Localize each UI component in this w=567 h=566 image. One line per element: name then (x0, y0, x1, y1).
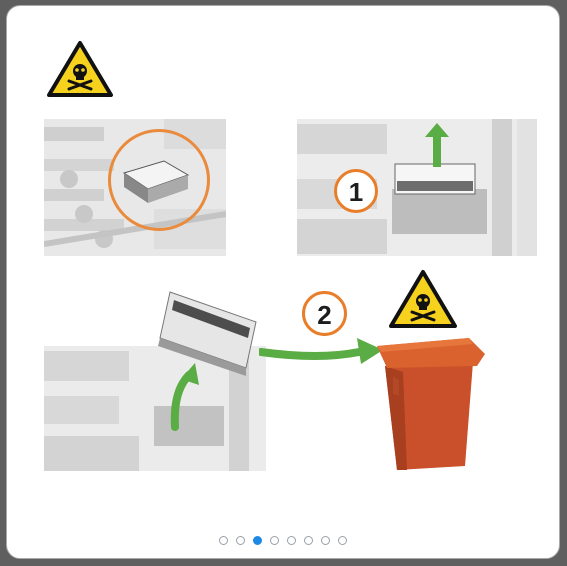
pagination-dots (7, 536, 559, 545)
move-to-waste-arrow-icon (259, 334, 384, 374)
page-dot-4[interactable] (270, 536, 279, 545)
page-dot-3-active[interactable] (253, 536, 262, 545)
page-dot-1[interactable] (219, 536, 228, 545)
page-dot-8[interactable] (338, 536, 347, 545)
lift-up-arrow-icon (425, 123, 449, 167)
microplate-icon (114, 153, 194, 208)
instrument-deck-image (44, 119, 226, 256)
page-dot-2[interactable] (236, 536, 245, 545)
page-dot-7[interactable] (321, 536, 330, 545)
tilt-arrow-icon (169, 361, 203, 431)
remove-plate-image (297, 119, 537, 256)
step-1-number: 1 (337, 177, 375, 208)
instruction-slide-card: 1 2 (6, 5, 560, 559)
step-1-badge: 1 (334, 169, 378, 213)
page-dot-5[interactable] (287, 536, 296, 545)
step-2-number: 2 (305, 300, 344, 331)
deck-illustration (297, 119, 537, 256)
toxic-hazard-icon (387, 268, 459, 330)
page-dot-6[interactable] (304, 536, 313, 545)
toxic-hazard-icon (45, 39, 115, 99)
waste-bin-icon (373, 336, 487, 476)
step-2-badge: 2 (302, 291, 347, 336)
